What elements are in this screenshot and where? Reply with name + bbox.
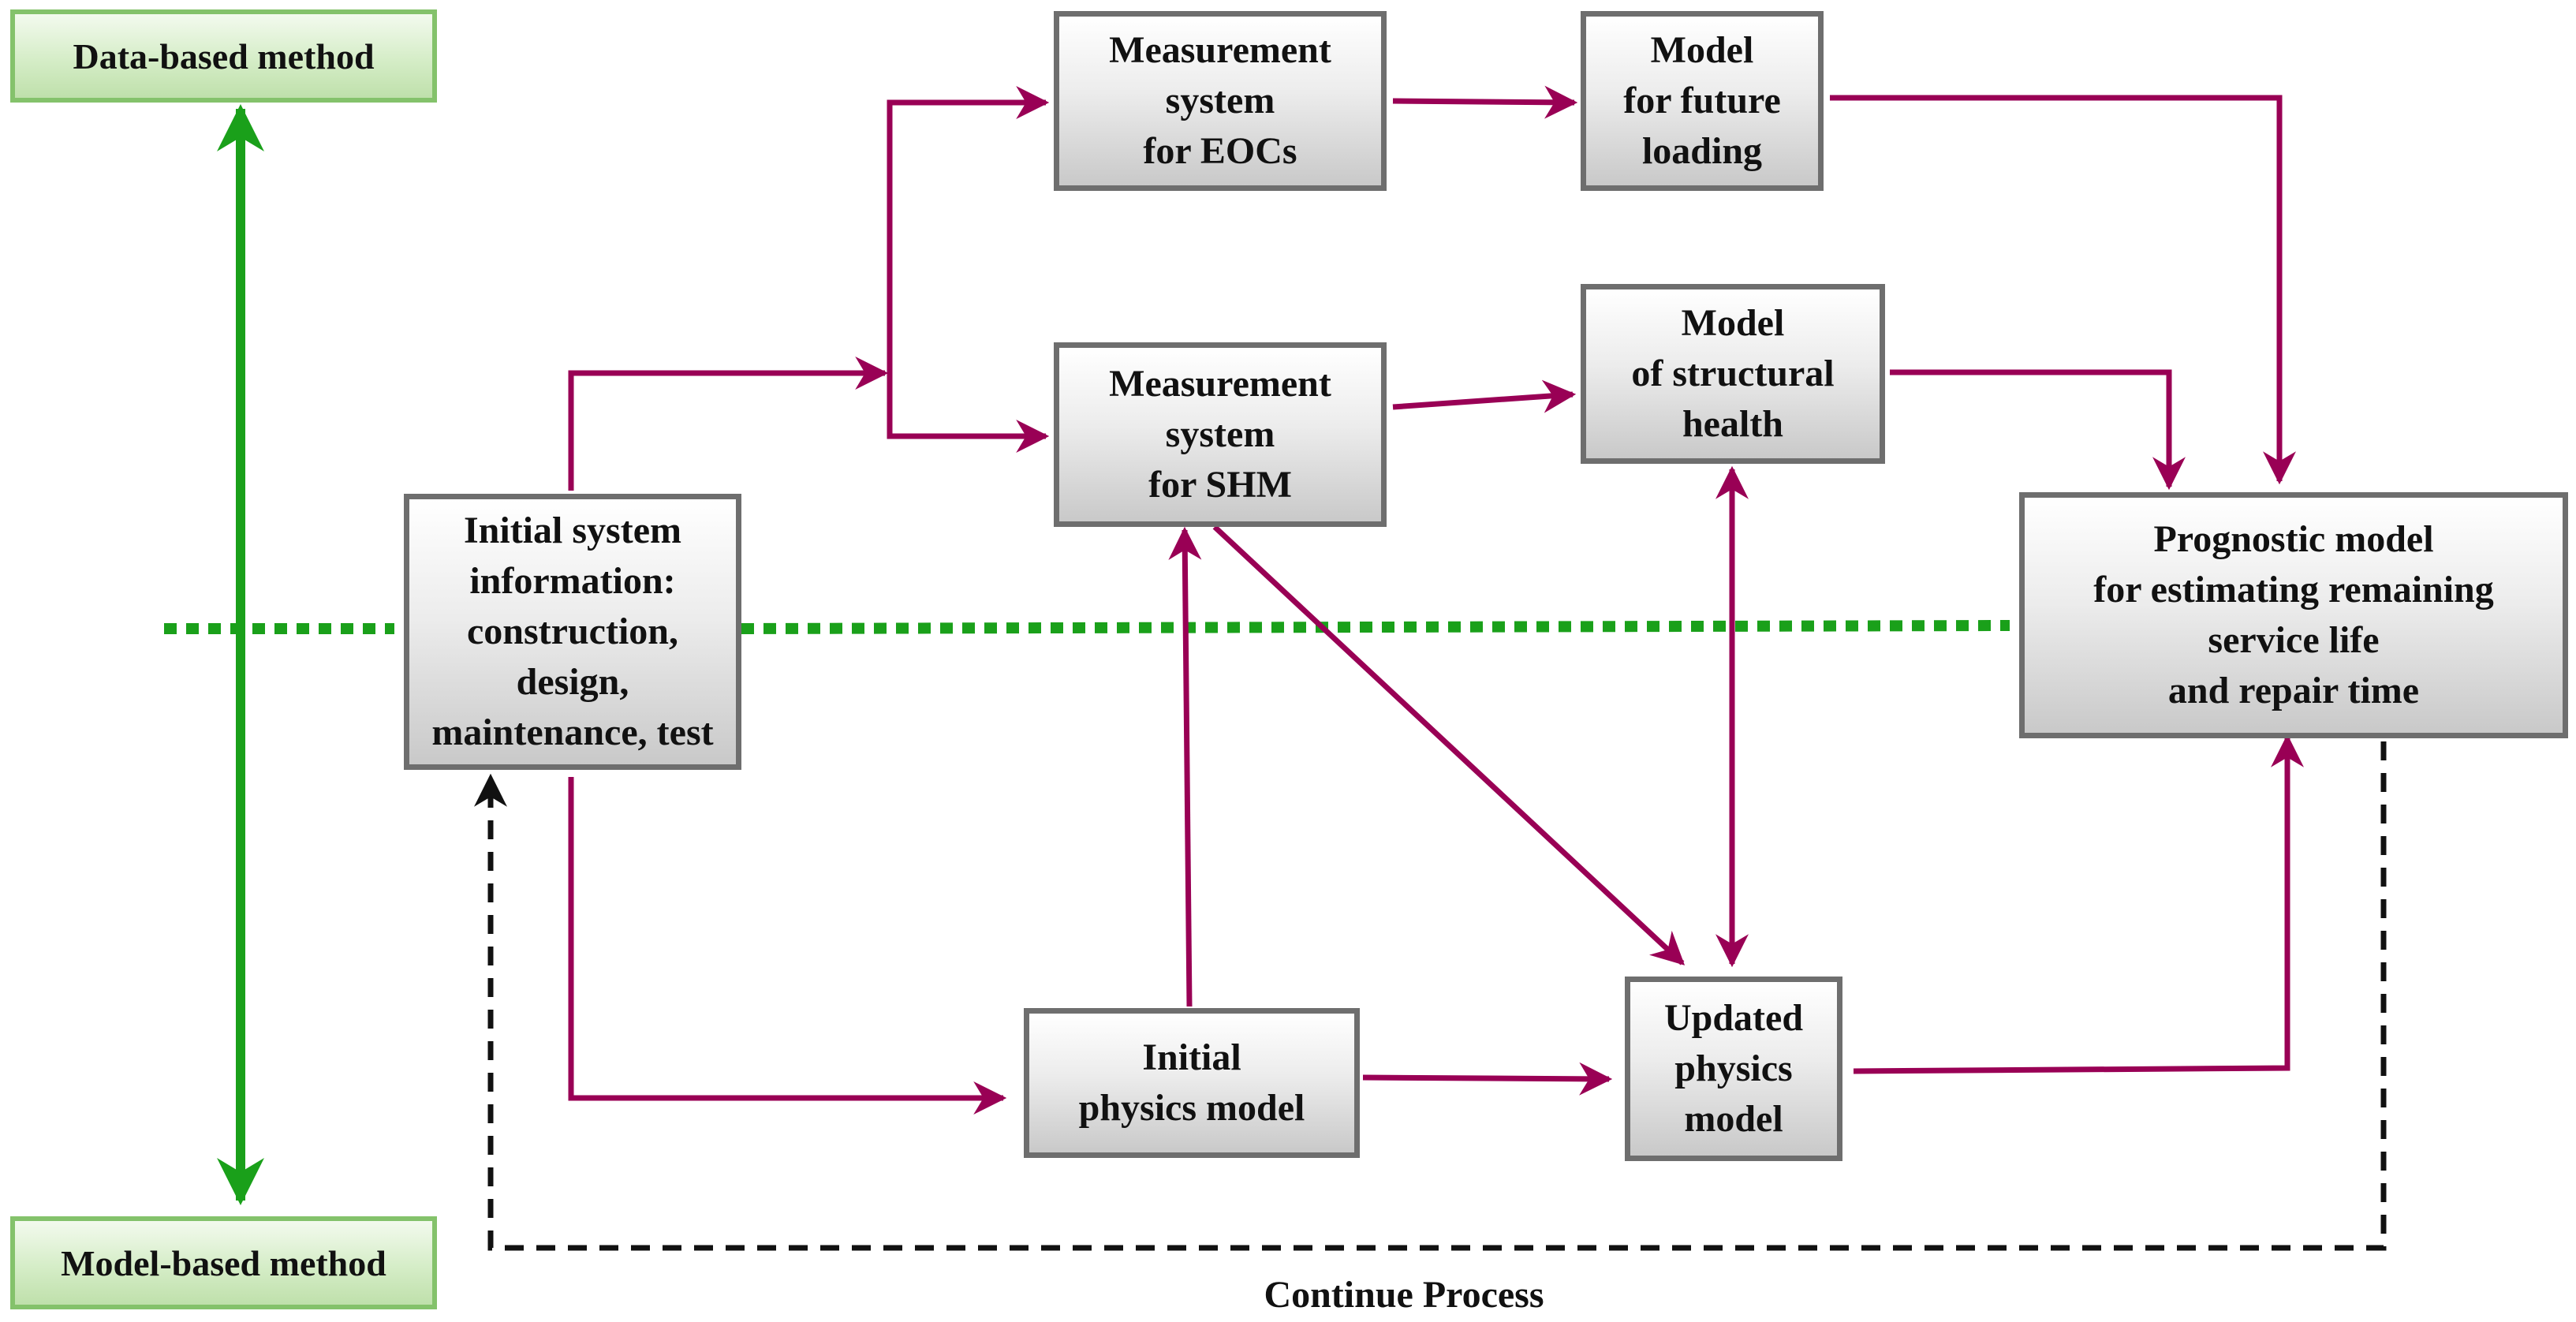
prognostic-model-label: Prognostic model for estimating remainin…: [2093, 518, 2494, 711]
updated-physics-model-label: Updated physics model: [1663, 997, 1804, 1140]
arrow-health-to-prognostic: [1890, 369, 2186, 491]
arrow-branch-to-shm: [887, 101, 1050, 453]
initial-system-info-box: Initial system information: construction…: [404, 494, 741, 770]
arrow-future-to-prognostic: [1830, 95, 2296, 485]
continue-process-label: Continue Process: [1264, 1274, 1544, 1316]
future-loading-model-label: Model for future loading: [1623, 29, 1781, 172]
prognostic-model-box: Prognostic model for estimating remainin…: [2019, 492, 2568, 738]
arrow-updated-to-prognostic: [1853, 734, 2304, 1074]
structural-health-model-label: Model of structural health: [1631, 302, 1835, 445]
updated-physics-model-box: Updated physics model: [1625, 977, 1842, 1161]
continue-process-arrow: [474, 741, 2387, 1251]
measurement-eocs-label: Measurement system for EOCs: [1109, 29, 1331, 172]
measurement-shm-label: Measurement system for SHM: [1109, 363, 1331, 506]
initial-system-info-label: Initial system information: construction…: [431, 510, 714, 753]
structural-health-model-box: Model of structural health: [1581, 284, 1885, 464]
measurement-eocs-box: Measurement system for EOCs: [1054, 11, 1387, 191]
arrow-info-to-branch: [568, 357, 889, 491]
arrow-shm-to-health: [1392, 379, 1577, 413]
measurement-shm-box: Measurement system for SHM: [1054, 342, 1387, 527]
data-based-method-box: Data-based method: [10, 9, 437, 103]
continue-process-caption: Continue Process: [1167, 1273, 1641, 1316]
arrow-shm-to-updated: [1212, 525, 1686, 965]
initial-physics-model-label: Initial physics model: [1078, 1036, 1305, 1129]
model-based-method-box: Model-based method: [10, 1216, 437, 1309]
arrow-info-to-initial-physics: [568, 777, 1007, 1115]
arrow-initial-to-updated-physics: [1362, 1062, 1613, 1096]
future-loading-model-box: Model for future loading: [1581, 11, 1824, 191]
arrow-eocs-to-future: [1392, 85, 1578, 119]
arrow-initial-physics-to-shm: [1168, 526, 1202, 1007]
data-based-method-label: Data-based method: [73, 35, 375, 77]
model-based-method-label: Model-based method: [61, 1242, 386, 1283]
initial-physics-model-box: Initial physics model: [1024, 1008, 1360, 1158]
dotted-divider-right: [741, 620, 2010, 634]
arrow-branch-to-eocs: [887, 86, 1050, 435]
